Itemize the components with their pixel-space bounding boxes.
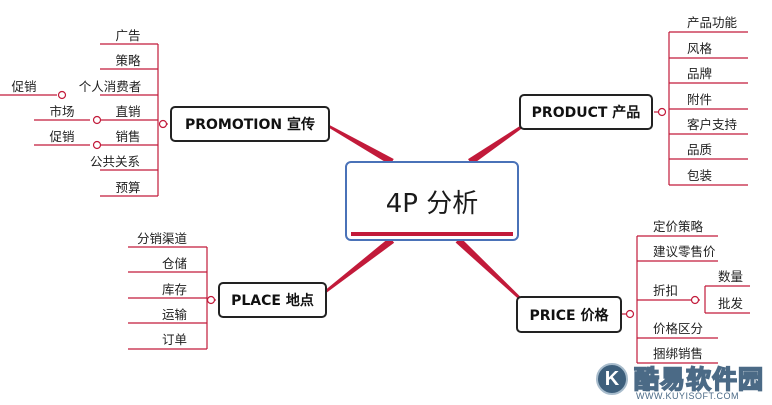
leaf-lines [0, 31, 750, 364]
central-topic-label: 4P 分析 [385, 188, 479, 219]
promotion-title: PROMOTION 宣传 [184, 117, 316, 133]
place-collapse-toggle[interactable] [206, 295, 216, 305]
promotion-sub-direct[interactable]: 市场 [49, 104, 75, 119]
place-node[interactable]: PLACE 地点 [218, 282, 327, 318]
branch-promotion-line [324, 122, 394, 166]
promotion-sub-individual[interactable]: 促销 [11, 79, 37, 94]
price-item-bundle[interactable]: 捆绑销售 [653, 346, 704, 361]
place-item-inventory[interactable]: 库存 [162, 282, 188, 297]
promotion-sub-toggle-individual[interactable] [57, 90, 67, 100]
product-title: PRODUCT 产品 [531, 105, 641, 121]
price-node[interactable]: PRICE 价格 [516, 296, 622, 333]
place-item-warehouse[interactable]: 仓储 [162, 256, 188, 271]
price-discount-toggle[interactable] [690, 295, 700, 305]
promotion-item-pr[interactable]: 公共关系 [89, 154, 141, 169]
price-item-msrp[interactable]: 建议零售价 [653, 244, 716, 259]
promotion-collapse-toggle[interactable] [158, 119, 168, 129]
price-discount-wholesale[interactable]: 批发 [718, 296, 744, 311]
watermark: K 酷易软件园 WWW.KUYISOFT.COM [596, 360, 772, 405]
product-node[interactable]: PRODUCT 产品 [519, 94, 653, 130]
promotion-item-ad[interactable]: 广告 [115, 28, 141, 43]
central-topic[interactable]: 4P 分析 [345, 161, 519, 241]
promotion-sub-toggle-sales[interactable] [92, 140, 102, 150]
promotion-sub-toggle-direct[interactable] [92, 115, 102, 125]
promotion-sub-sales[interactable]: 促销 [49, 129, 75, 144]
product-collapse-toggle[interactable] [657, 107, 667, 117]
central-underline [351, 232, 513, 236]
price-title: PRICE 价格 [529, 307, 609, 324]
promotion-item-direct[interactable]: 直销 [115, 104, 141, 119]
watermark-logo-icon: K [596, 363, 628, 395]
watermark-name: 酷易软件园 [633, 364, 765, 395]
product-item-style[interactable]: 风格 [687, 41, 713, 56]
product-item-brand[interactable]: 品牌 [687, 66, 713, 81]
branch-place-line [319, 237, 395, 297]
place-title: PLACE 地点 [231, 293, 314, 309]
promotion-item-sales[interactable]: 销售 [115, 129, 141, 144]
place-item-channel[interactable]: 分销渠道 [137, 231, 188, 246]
price-item-differentiation[interactable]: 价格区分 [653, 321, 704, 336]
price-discount-quantity[interactable]: 数量 [718, 269, 744, 284]
product-item-function[interactable]: 产品功能 [687, 15, 738, 30]
branch-product-line [468, 120, 531, 165]
product-item-package[interactable]: 包装 [687, 168, 713, 183]
product-item-support[interactable]: 客户支持 [687, 117, 738, 132]
promotion-item-strategy[interactable]: 策略 [115, 53, 141, 68]
price-collapse-toggle[interactable] [625, 309, 635, 319]
place-item-order[interactable]: 订单 [162, 332, 188, 347]
product-item-quality[interactable]: 品质 [687, 142, 713, 157]
promotion-node[interactable]: PROMOTION 宣传 [170, 106, 330, 142]
place-item-transport[interactable]: 运输 [162, 307, 188, 322]
promotion-item-budget[interactable]: 预算 [115, 180, 141, 195]
product-item-accessory[interactable]: 附件 [687, 92, 713, 107]
branch-price-line [455, 237, 529, 307]
price-item-discount[interactable]: 折扣 [653, 283, 679, 298]
promotion-item-individual[interactable]: 个人消费者 [78, 79, 142, 94]
main-branch-lines [319, 120, 531, 307]
watermark-url: WWW.KUYISOFT.COM [636, 391, 739, 401]
price-item-strategy[interactable]: 定价策略 [653, 219, 704, 234]
